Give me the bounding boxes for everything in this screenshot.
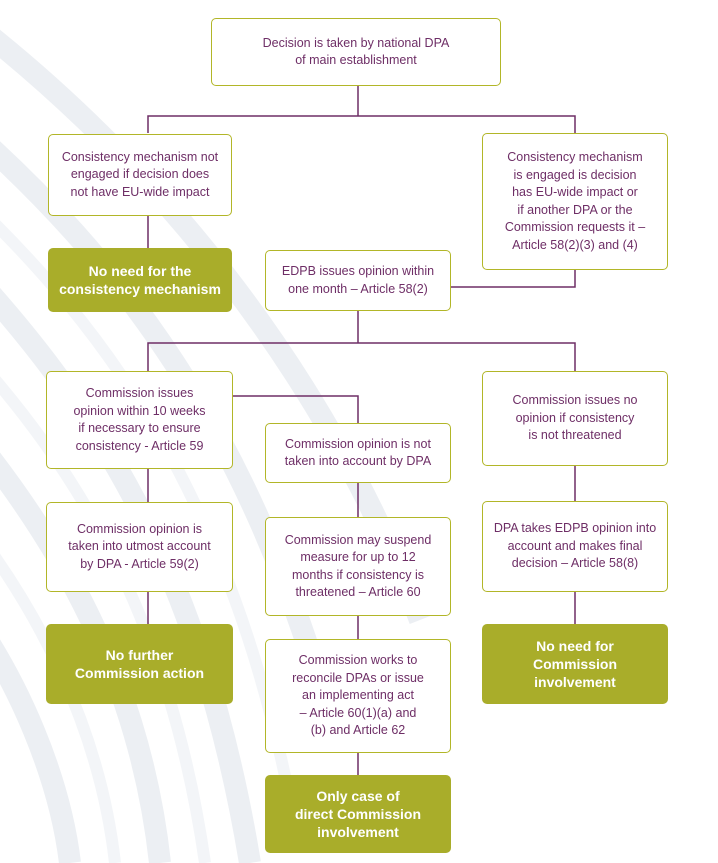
node-edpb-opinion: EDPB issues opinion within one month – A…: [265, 250, 451, 311]
outcome-direct-involvement-text: Only case of direct Commission involveme…: [294, 788, 422, 840]
outcome-no-further-action: No further Commission action: [46, 624, 233, 704]
node-not-engaged: Consistency mechanism not engaged if dec…: [48, 134, 232, 216]
node-utmost-account: Commission opinion is taken into utmost …: [46, 502, 233, 592]
node-utmost-account-text: Commission opinion is taken into utmost …: [68, 521, 211, 571]
outcome-no-need-mechanism-text: No need for the consistency mechanism: [59, 263, 221, 297]
node-start-text: Decision is taken by national DPA of mai…: [262, 35, 450, 68]
node-reconcile: Commission works to reconcile DPAs or is…: [265, 639, 451, 753]
node-dpa-takes-edpb-text: DPA takes EDPB opinion into account and …: [493, 521, 657, 571]
node-dpa-takes-edpb: DPA takes EDPB opinion into account and …: [482, 501, 668, 592]
node-commission-opinion: Commission issues opinion within 10 week…: [46, 371, 233, 469]
node-engaged-text: Consistency mechanism is engaged is deci…: [504, 150, 646, 252]
node-start: Decision is taken by national DPA of mai…: [211, 18, 501, 86]
node-edpb-opinion-text: EDPB issues opinion within one month – A…: [281, 264, 435, 296]
outcome-no-need-involvement: No need for Commission involvement: [482, 624, 668, 704]
node-no-opinion-text: Commission issues no opinion if consiste…: [512, 393, 638, 443]
outcome-no-need-mechanism: No need for the consistency mechanism: [48, 248, 232, 312]
node-commission-opinion-text: Commission issues opinion within 10 week…: [73, 386, 206, 453]
node-may-suspend-text: Commission may suspend measure for up to…: [284, 532, 432, 600]
outcome-no-further-action-text: No further Commission action: [74, 647, 205, 681]
node-engaged: Consistency mechanism is engaged is deci…: [482, 133, 668, 270]
node-may-suspend: Commission may suspend measure for up to…: [265, 517, 451, 616]
outcome-no-need-involvement-text: No need for Commission involvement: [532, 638, 617, 690]
node-not-engaged-text: Consistency mechanism not engaged if dec…: [61, 149, 219, 199]
node-not-taken-into-account: Commission opinion is not taken into acc…: [265, 423, 451, 483]
node-reconcile-text: Commission works to reconcile DPAs or is…: [292, 653, 424, 738]
node-not-taken-into-account-text: Commission opinion is not taken into acc…: [284, 436, 432, 469]
node-no-opinion: Commission issues no opinion if consiste…: [482, 371, 668, 466]
outcome-direct-involvement: Only case of direct Commission involveme…: [265, 775, 451, 853]
